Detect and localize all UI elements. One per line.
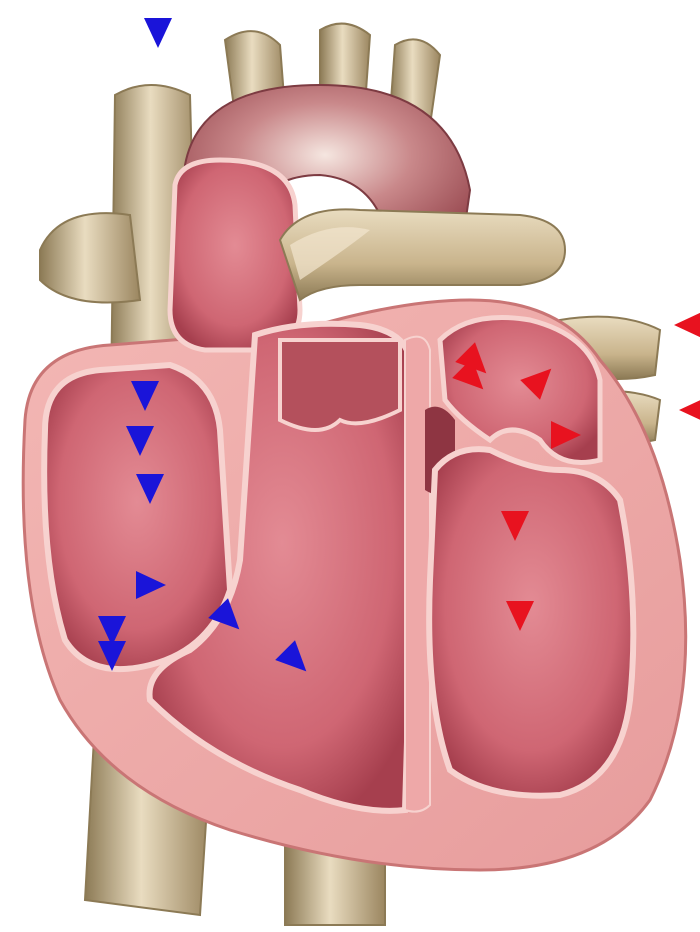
blue-flow-arrow-icon: [144, 18, 172, 48]
right-atrium: [44, 365, 230, 669]
red-flow-arrow-icon: [679, 396, 700, 424]
septum: [405, 337, 430, 812]
red-flow-arrow-icon: [674, 311, 700, 339]
left-ventricle: [429, 449, 633, 796]
